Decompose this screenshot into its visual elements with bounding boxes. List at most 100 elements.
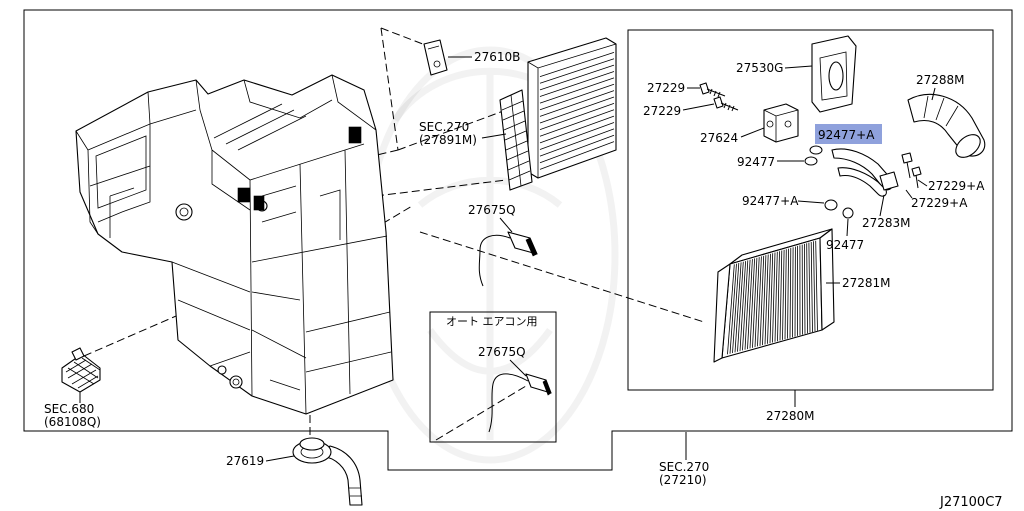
drain-grommet-top xyxy=(299,437,325,451)
cover-callout[interactable]: 27530G xyxy=(736,61,783,75)
leader-line xyxy=(499,217,513,233)
drain-hose-part xyxy=(292,437,363,506)
leader-line xyxy=(784,65,813,69)
guide-line xyxy=(375,179,507,197)
evaporator-side xyxy=(819,228,835,331)
heater-unit-outline xyxy=(75,74,394,415)
bolt-part xyxy=(713,96,739,112)
evaporator-assembly-callout[interactable]: 27280M xyxy=(766,409,815,423)
filter-part xyxy=(499,37,617,191)
o-ring-c-callout[interactable]: 92477 xyxy=(826,238,864,252)
filter-panel-edge xyxy=(527,43,617,178)
filter-sec-callout[interactable]: SEC.270 xyxy=(419,120,469,134)
sec680-callout[interactable]: SEC.680 xyxy=(44,402,94,416)
o-ring xyxy=(809,145,823,155)
leader-line xyxy=(879,194,885,217)
watermark-strokes xyxy=(392,67,588,440)
valve-body xyxy=(763,103,799,143)
valve-edges xyxy=(763,109,799,142)
auto-ac-sensor-callout[interactable]: 27675Q xyxy=(478,345,526,359)
bolt-head xyxy=(699,82,710,95)
bolt-lower-callout[interactable]: 27229 xyxy=(643,104,681,118)
leader-line xyxy=(740,127,765,138)
mounting-clip xyxy=(253,195,265,211)
sensor-wire xyxy=(488,373,529,433)
expansion-valve-callout[interactable]: 27624 xyxy=(700,131,738,145)
pipe-callout[interactable]: 27283M xyxy=(862,216,911,230)
drain-hose-tube xyxy=(321,445,363,506)
leader-line xyxy=(265,455,295,462)
drain-hose-callout[interactable]: 27619 xyxy=(226,454,264,468)
heater-unit xyxy=(75,74,394,415)
evaporator-group-box xyxy=(627,29,994,391)
evaporator-end-tank xyxy=(713,263,731,363)
filter-ref-callout[interactable]: (27891M) xyxy=(419,133,477,147)
sec680-ref-callout[interactable]: (68108Q) xyxy=(44,415,101,429)
o-ring-b-callout[interactable]: 92477+A xyxy=(742,194,799,208)
bolt-part xyxy=(699,82,726,98)
valve-port xyxy=(784,120,792,128)
drain-hose-ribs xyxy=(349,487,362,497)
bolt-upper-callout[interactable]: 27229 xyxy=(647,81,685,95)
hose-end xyxy=(955,134,981,158)
leader-lines xyxy=(79,56,936,462)
pipe-stub xyxy=(217,365,227,375)
sec680-tab xyxy=(71,347,85,361)
o-ring xyxy=(804,156,818,166)
cover-part xyxy=(811,35,857,113)
selected-callout-highlight xyxy=(815,124,882,144)
leader-line xyxy=(682,103,715,111)
bolt-shaft xyxy=(906,161,911,179)
leader-line xyxy=(797,200,825,204)
hose-callout[interactable]: 27288M xyxy=(916,73,965,87)
bolt-head xyxy=(911,166,922,177)
sensor-part xyxy=(478,231,538,287)
expansion-valve-part xyxy=(763,103,799,143)
evaporator-fins xyxy=(727,240,818,355)
intake-duct-opening xyxy=(95,135,147,209)
bracket-body xyxy=(423,39,448,76)
bolt-head xyxy=(901,152,913,164)
pipe-part xyxy=(831,148,899,197)
sec680-hatch xyxy=(65,357,101,389)
bolt-shaft xyxy=(706,88,726,98)
diagram-frame xyxy=(23,9,1013,471)
cover-port xyxy=(828,61,844,91)
cover-inner xyxy=(819,51,848,101)
bolt-shaft xyxy=(720,102,739,112)
valve-port xyxy=(766,120,774,128)
bolt-head xyxy=(713,96,724,109)
sec270-unit-callout[interactable]: SEC.270 xyxy=(659,460,709,474)
callout-labels: 27610B SEC.270 (27891M) 27675Q オート エアコン用… xyxy=(44,50,1003,510)
pipe-flange xyxy=(879,171,899,191)
leader-line xyxy=(931,87,936,101)
bracket-callout[interactable]: 27610B xyxy=(474,50,520,64)
guide-line xyxy=(419,231,705,323)
guide-line xyxy=(435,385,527,441)
pipe-stub-bore xyxy=(232,378,240,386)
hose-part xyxy=(907,93,986,158)
sensor-callout[interactable]: 27675Q xyxy=(468,203,516,217)
sensor-connector-face xyxy=(542,379,552,396)
pipe-stub xyxy=(229,375,243,389)
o-ring-selected-callout[interactable]: 92477+A xyxy=(818,128,875,142)
leader-line xyxy=(917,179,928,187)
bolt-shaft xyxy=(915,174,919,189)
bolt-part xyxy=(911,166,922,189)
figure-code: J27100C7 xyxy=(939,495,1003,510)
filter-frame-grid xyxy=(501,94,531,187)
bolt-a-lower-callout[interactable]: 27229+A xyxy=(911,196,968,210)
pipe-stub-bore xyxy=(179,207,189,217)
o-ring-a-callout[interactable]: 92477 xyxy=(737,155,775,169)
sec270-unit-ref-callout[interactable]: (27210) xyxy=(659,473,707,487)
evaporator-core-callout[interactable]: 27281M xyxy=(842,276,891,290)
sensor-connector-face xyxy=(525,237,538,257)
bolt-a-upper-callout[interactable]: 27229+A xyxy=(928,179,985,193)
o-ring xyxy=(842,207,854,219)
o-ring xyxy=(824,199,838,211)
leader-line xyxy=(481,133,507,139)
pipe-stub xyxy=(175,203,193,221)
heater-unit-detail-lines xyxy=(75,74,392,415)
bracket-slot xyxy=(427,45,440,50)
